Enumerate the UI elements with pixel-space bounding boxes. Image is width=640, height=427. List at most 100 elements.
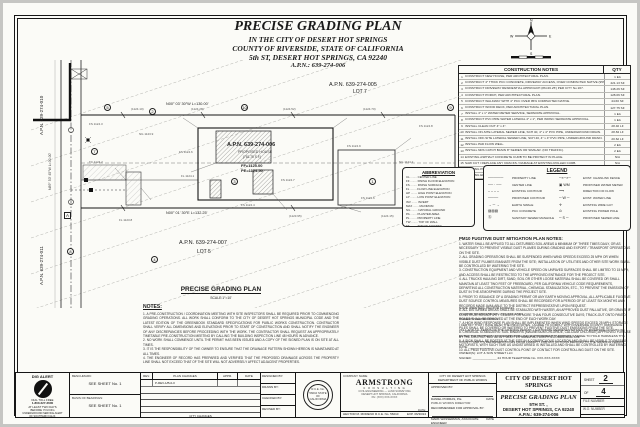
- sheet-city-state: DESERT HOT SPRINGS, CA 92240: [502, 407, 575, 412]
- legend-item: → ─ →EARTH SWALE: [488, 201, 555, 208]
- revision-row-empty: [141, 394, 260, 400]
- dig-alert-line4: BEFORE YOU DIG: [30, 407, 55, 412]
- dig-alert-box: DIG ALERT DIAL TOLL FREE 1-800-227-2600 …: [16, 373, 70, 419]
- legend-symbol-icon: ────: [488, 196, 499, 201]
- construction-callout: 7: [91, 148, 98, 155]
- spot-elevation-label: (1124.10): [131, 107, 144, 111]
- legend-symbol-icon: ⊙: [559, 209, 563, 214]
- scale-bar: [511, 55, 551, 59]
- bearing-bottom-label: N00° 01' 30″E L=132.25': [166, 211, 208, 215]
- svg-text:S: S: [530, 52, 533, 56]
- dig-alert-line1: DIAL TOLL FREE: [31, 398, 54, 402]
- spot-elevation-label: FS 1124.8: [419, 124, 433, 128]
- sheet-plan-title: PRECISE GRADING PLAN: [500, 394, 577, 401]
- pad-elev-label: PE=1124.50: [241, 168, 263, 173]
- spot-elevation-label: (1124.28): [191, 107, 204, 111]
- lot5-label: LOT 5: [197, 249, 211, 255]
- revision-row-empty: [141, 400, 260, 407]
- legend-symbol-icon: ⟶: [559, 189, 565, 194]
- spot-elevation-label: NG 1123.9: [139, 132, 154, 136]
- legend-item: ──── PROPOSED CONTOUR: [488, 195, 555, 202]
- construction-notes-header: CONSTRUCTION NOTES QTY: [459, 66, 630, 74]
- recommender-name: MARK WASSERMAN, ASSOCIATE ENGINEER: [431, 417, 479, 425]
- spot-elevation-label: (1124.70): [363, 107, 376, 111]
- abbreviation-box: ABBREVIATION CL ........ CENTER LINE FF …: [402, 167, 475, 229]
- apn-label-main: A.P.N. 639-274-006: [227, 142, 276, 148]
- plan-subtitle-block: PRECISE GRADING PLAN SCALE:1″=10': [156, 278, 286, 300]
- file-number-label: FILE NUMBER: [581, 399, 624, 407]
- construction-callout: 1: [369, 178, 376, 185]
- company-date-label: DATE:: [417, 408, 426, 412]
- legend-label: EARTH SWALE: [512, 202, 534, 207]
- engineer-seal-box: R.C.E. No. 56010 STATE OF CALIFORNIA: [296, 373, 341, 417]
- revision-row-empty: [141, 387, 260, 394]
- dig-alert-phone: 1-800-227-2600: [31, 401, 54, 406]
- plan-subtitle: PRECISE GRADING PLAN: [180, 286, 262, 294]
- appr-col-header: APPR.: [218, 373, 238, 379]
- legend-symbol-icon: ▣ WM: [559, 182, 570, 187]
- engineer-name: HECTOR M. MORENO R.C.E. No. 56010: [343, 412, 399, 416]
- apn-label-left-top: A.P.N. 639-274-010: [39, 95, 44, 135]
- revision-row-empty: [141, 407, 260, 413]
- legend-label: PROPOSED CONTOUR: [512, 196, 545, 201]
- recommendation-date-label: DATE: [486, 417, 494, 421]
- notes-title: NOTES:: [143, 304, 162, 310]
- legend-symbol-icon: ──────: [488, 176, 504, 181]
- plan-subtitle-scale: SCALE:1″=10': [210, 296, 232, 300]
- sheet-total: 4: [596, 387, 611, 397]
- spot-elevation-label: FS 1124.3: [89, 122, 103, 126]
- revisions-table: REV. PLAN CHANGES APPR. DATE P-REV-1/B-0…: [141, 373, 261, 418]
- sheet-number-box: SHEET 2 OF 4 FILE NUMBER W.O. NUMBER: [581, 373, 624, 417]
- legend-label: CENTER LINE: [512, 182, 532, 187]
- svg-text:E: E: [549, 35, 552, 39]
- company-addr3: PH: (XXX) XXX-XXXX: [371, 396, 398, 399]
- legend-item: ─ W ─ EXIST. WATER LINE: [559, 195, 626, 202]
- legend-symbol-icon: Ⓢ: [488, 215, 492, 220]
- company-tagline: C O N S U L T I N G: [363, 387, 406, 390]
- designed-by-label: DESIGNED BY:: [261, 373, 295, 384]
- spot-elevation-label: NG 1124.2: [399, 160, 414, 164]
- spot-elevation-label: FL 1123.8: [119, 218, 133, 222]
- spot-elevation-label: FS 1124.7: [281, 178, 295, 182]
- approved-by-label: APPROVED BY:: [431, 385, 454, 389]
- legend-label: EXIST. WATER LINE: [583, 196, 612, 201]
- apn-label-lot5: A.P.N. 639-274-007: [179, 240, 227, 246]
- approval-signature-line: [432, 390, 493, 397]
- legend-label: SANITARY SEWER MANHOLE: [512, 215, 555, 220]
- finish-floor-label: FF=1125.00: [241, 163, 263, 168]
- legend-symbol-icon: ── · ──: [488, 182, 502, 187]
- pm10-title: PM10 FUGITIVE DUST MITIGATION PLAN NOTES…: [459, 236, 563, 241]
- checked-by-label: CHECKED BY:: [261, 395, 295, 406]
- plan-sheet: PRECISE GRADING PLAN IN THE CITY OF DESE…: [3, 0, 637, 427]
- title-line2: COUNTY OF RIVERSIDE, STATE OF CALIFORNIA: [232, 44, 404, 53]
- abbreviation-list: CL ........ CENTER LINE FF ........ FINI…: [406, 175, 455, 229]
- svg-text:N: N: [530, 19, 533, 23]
- bearing-street-label: N89° 53' 45″W L=30.00': [48, 152, 52, 190]
- legend-symbol-icon: ─ S ─: [559, 215, 569, 220]
- legend-label: DIRECTION OF FLOW: [583, 189, 614, 194]
- legend-symbol-icon: ─ W ─: [559, 196, 570, 201]
- legend-item: ─ S ─PROPOSED SEWER LINE: [559, 215, 626, 222]
- spot-elevation-label: (1123.95): [289, 214, 302, 218]
- abbreviation-title: ABBREVIATION: [421, 170, 456, 175]
- title-line1: IN THE CITY OF DESERT HOT SPRINGS: [248, 35, 388, 44]
- spot-elevation-label: FL 1124.1: [181, 174, 195, 178]
- basis-of-bearings-label: BASIS OF BEARINGS:: [72, 396, 104, 400]
- engineer-exp: EXP. 06/30/24: [407, 412, 426, 416]
- benchmark-label: BENCHMARK:: [72, 374, 93, 378]
- approver-name: DANIEL PORRAS, P.E.: [431, 397, 463, 401]
- title-apn: A.P.N.: 639-274-006: [290, 62, 346, 69]
- title-block-strip: DIG ALERT DIAL TOLL FREE 1-800-227-2600 …: [15, 372, 625, 425]
- drawn-by-label: DRAWN BY:: [261, 384, 295, 395]
- spot-elevation-label: TC 1124.2: [89, 160, 103, 164]
- dig-alert-line6: OF SOUTHERN CALIF.: [29, 415, 56, 419]
- legend-item: ⊙EXISTING POWER POLE: [559, 208, 626, 215]
- spot-elevation-label: FS 1124.6: [361, 196, 375, 200]
